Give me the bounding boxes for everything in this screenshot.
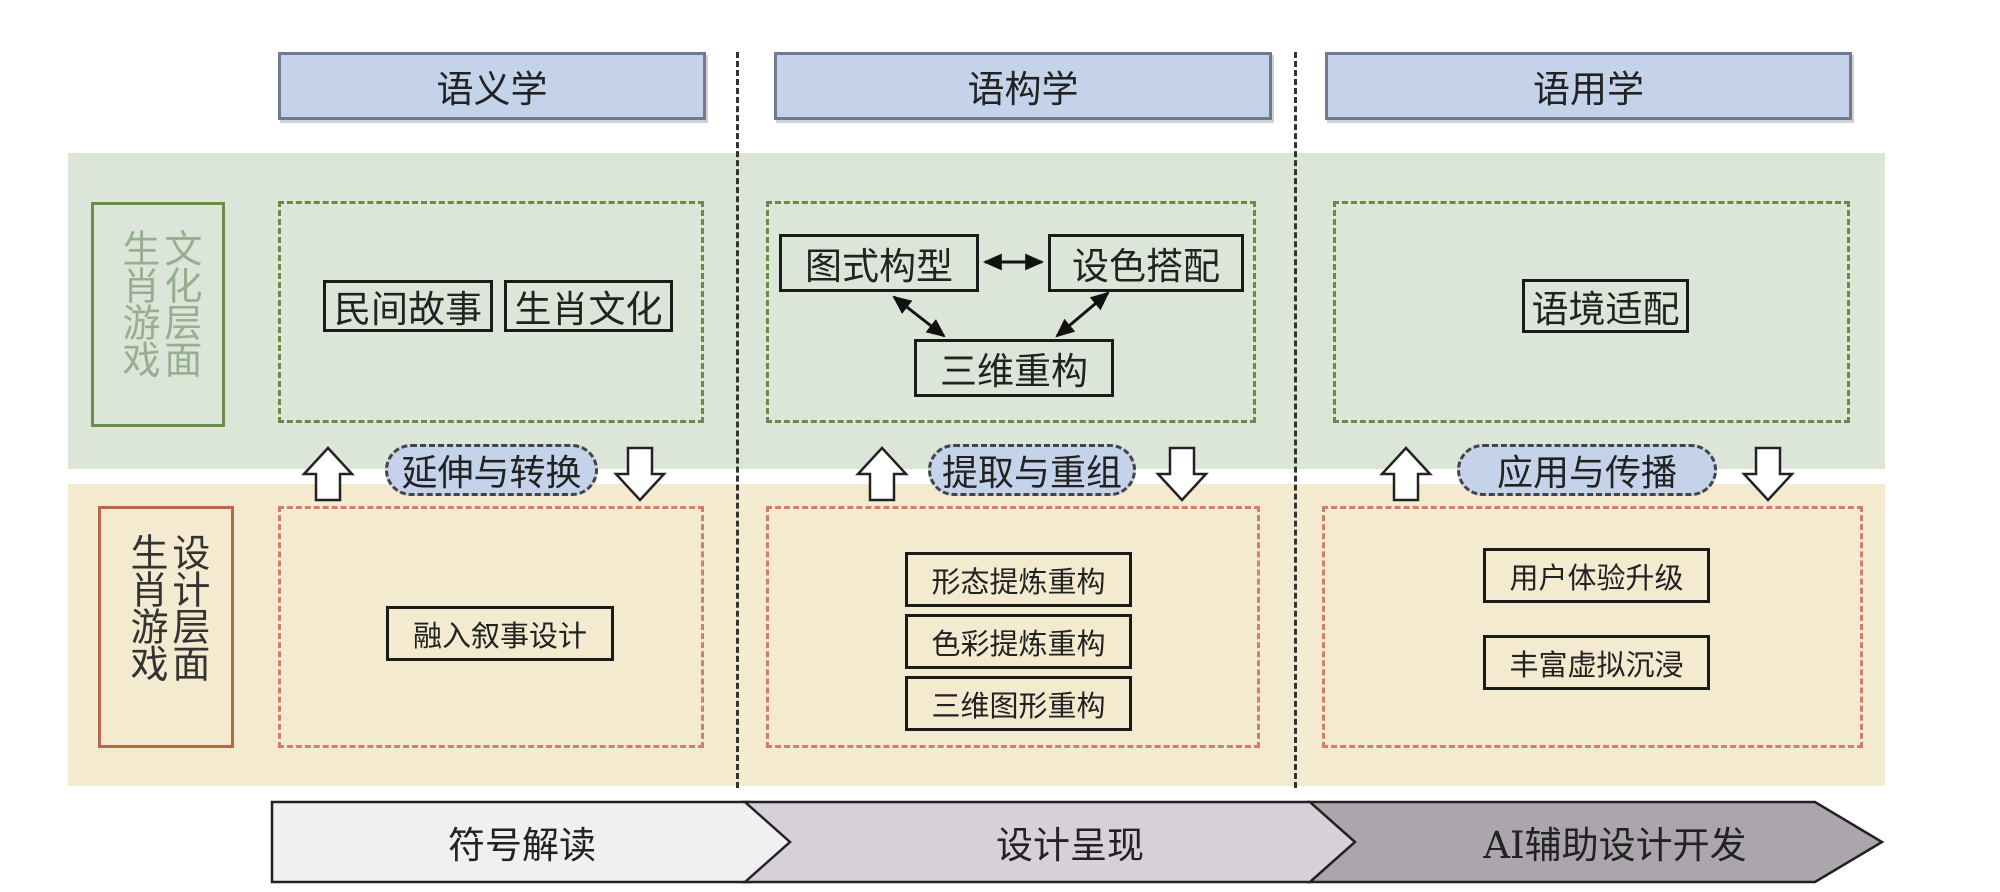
item-virtual-immersion: 丰富虚拟沉浸: [1483, 635, 1710, 690]
item-form-refine: 形态提炼重构: [905, 552, 1132, 607]
semantics-design-region: [278, 506, 704, 748]
item-color-matching: 设色搭配: [1048, 234, 1244, 292]
process-step-2-label: 设计呈现: [996, 824, 1144, 867]
process-chevrons: [270, 800, 1885, 884]
item-folk-story: 民间故事: [323, 280, 493, 332]
item-color-refine: 色彩提炼重构: [905, 614, 1132, 669]
culture-layer-label-line1: 文化层面: [157, 229, 202, 377]
column-divider-2: [1294, 52, 1297, 788]
culture-layer-label: 文化层面 生肖游戏: [91, 202, 225, 427]
item-narrative-design: 融入叙事设计: [386, 606, 614, 661]
item-graphic-refine: 三维图形重构: [905, 676, 1132, 731]
design-layer-label-line2: 生肖游戏: [124, 533, 168, 681]
design-layer-label: 设计层面 生肖游戏: [98, 506, 234, 748]
header-semantics: 语义学: [278, 52, 706, 120]
syntactics-culture-region: [766, 201, 1256, 423]
item-zodiac-culture: 生肖文化: [504, 280, 673, 332]
process-step-1-label: 符号解读: [448, 824, 596, 867]
chevron-step-3: [1306, 800, 1885, 884]
pragmatics-design-region: [1322, 506, 1863, 748]
culture-layer-label-line2: 生肖游戏: [116, 229, 160, 377]
item-3d-reconstruct: 三维重构: [914, 339, 1114, 397]
process-step-3-label: AI辅助设计开发: [1483, 824, 1747, 867]
column-divider-1: [736, 52, 739, 788]
pill-extend-transform: 延伸与转换: [385, 444, 598, 496]
item-ux-upgrade: 用户体验升级: [1483, 548, 1710, 603]
design-layer-label-line1: 设计层面: [165, 533, 210, 681]
pragmatics-culture-region: [1333, 201, 1850, 423]
pill-extract-recombine: 提取与重组: [928, 444, 1136, 496]
semantics-culture-region: [278, 201, 704, 423]
header-syntactics: 语构学: [774, 52, 1272, 120]
header-pragmatics: 语用学: [1325, 52, 1852, 120]
item-pattern-structure: 图式构型: [779, 234, 979, 292]
syntactics-design-region: [766, 506, 1260, 748]
pill-apply-spread: 应用与传播: [1457, 444, 1717, 496]
item-context-adapt: 语境适配: [1522, 279, 1689, 333]
